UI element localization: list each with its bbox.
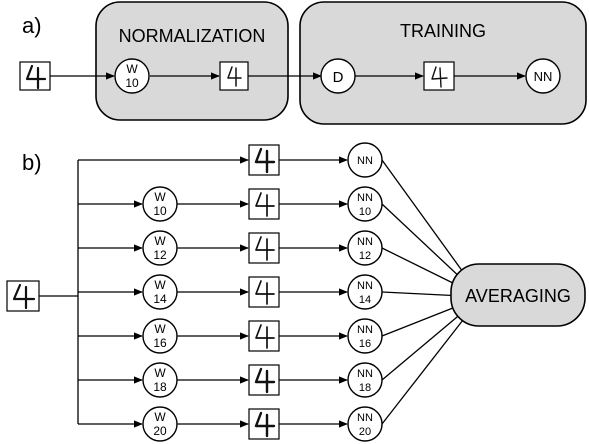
- nn-node-bottom: 20: [359, 426, 371, 438]
- digit-thumbnail: [248, 364, 280, 396]
- panel-b-label: b): [22, 150, 42, 175]
- nn-node: NN 20: [347, 406, 383, 442]
- connector-to-averaging: [381, 291, 464, 297]
- d-node: D: [320, 58, 356, 94]
- w-node-top: W: [154, 190, 166, 204]
- nn-node-bottom: 10: [359, 206, 371, 218]
- nn-node-top: NN: [357, 236, 373, 248]
- nn-node-bottom: 12: [359, 250, 371, 262]
- connector-to-averaging: [381, 203, 464, 281]
- digit-thumbnail: [248, 188, 280, 220]
- digit-thumbnail: [248, 276, 280, 308]
- w-node: W12: [142, 230, 178, 266]
- nn-node-label: NN: [357, 155, 373, 167]
- w-node-bottom: 16: [153, 336, 167, 350]
- connector-to-averaging: [381, 319, 464, 425]
- connector-to-averaging: [381, 247, 464, 289]
- panel-b-rows: NNW10NN10W12NN12W14NN14W16NN16W18NN18W20…: [78, 142, 464, 442]
- connector-to-averaging: [381, 311, 464, 381]
- nn-node-top: NN: [357, 412, 373, 424]
- d-node-label: D: [333, 69, 344, 86]
- digit-thumbnail: [248, 144, 280, 176]
- w-node: W10: [142, 186, 178, 222]
- normalization-title: NORMALIZATION: [119, 26, 266, 46]
- nn-node: NN 10: [347, 186, 383, 222]
- training-title: TRAINING: [400, 21, 486, 41]
- connector-to-averaging: [381, 303, 464, 337]
- nn-node: NN: [347, 142, 383, 178]
- nn-node-bottom: 18: [359, 382, 371, 394]
- w-node: W16: [142, 318, 178, 354]
- w-node-top: W: [154, 410, 166, 424]
- digit-thumbnail: [248, 408, 280, 440]
- nn-node: NN 16: [347, 318, 383, 354]
- input-digit-b: [6, 280, 40, 312]
- nn-node-a: NN: [525, 58, 561, 94]
- nn-node: NN 14: [347, 274, 383, 310]
- connector-to-averaging: [381, 159, 464, 273]
- w-node-bottom: 18: [153, 380, 167, 394]
- nn-node-top: NN: [357, 324, 373, 336]
- w-node-top: W: [154, 278, 166, 292]
- nn-node-top: NN: [357, 192, 373, 204]
- nn-node-bottom: 16: [359, 338, 371, 350]
- w-node-top: W: [154, 366, 166, 380]
- w-node-bottom: 20: [153, 424, 167, 438]
- nn-node: NN 18: [347, 362, 383, 398]
- input-digit-a: [19, 61, 51, 91]
- distorted-digit-a: [423, 61, 455, 91]
- w-node-top: W: [154, 234, 166, 248]
- normalized-digit-a: [219, 61, 249, 91]
- w-node-a-top: W: [126, 62, 138, 76]
- nn-node: NN 12: [347, 230, 383, 266]
- averaging-node: AVERAGING: [450, 263, 586, 327]
- w-node-top: W: [154, 322, 166, 336]
- w-node-bottom: 10: [153, 204, 167, 218]
- nn-node-a-label: NN: [534, 69, 553, 84]
- w-node: W14: [142, 274, 178, 310]
- pipeline-row: NN: [78, 142, 464, 273]
- averaging-label: AVERAGING: [465, 286, 571, 306]
- digit-thumbnail: [248, 232, 280, 264]
- w-node-a: W 10: [114, 58, 150, 94]
- w-node-a-bottom: 10: [125, 76, 139, 90]
- nn-node-top: NN: [357, 280, 373, 292]
- panel-a-label: a): [22, 13, 42, 38]
- w-node-bottom: 12: [153, 248, 167, 262]
- nn-node-top: NN: [357, 368, 373, 380]
- w-node: W18: [142, 362, 178, 398]
- digit-thumbnail: [248, 320, 280, 352]
- nn-node-bottom: 14: [359, 294, 371, 306]
- w-node: W20: [142, 406, 178, 442]
- w-node-bottom: 14: [153, 292, 167, 306]
